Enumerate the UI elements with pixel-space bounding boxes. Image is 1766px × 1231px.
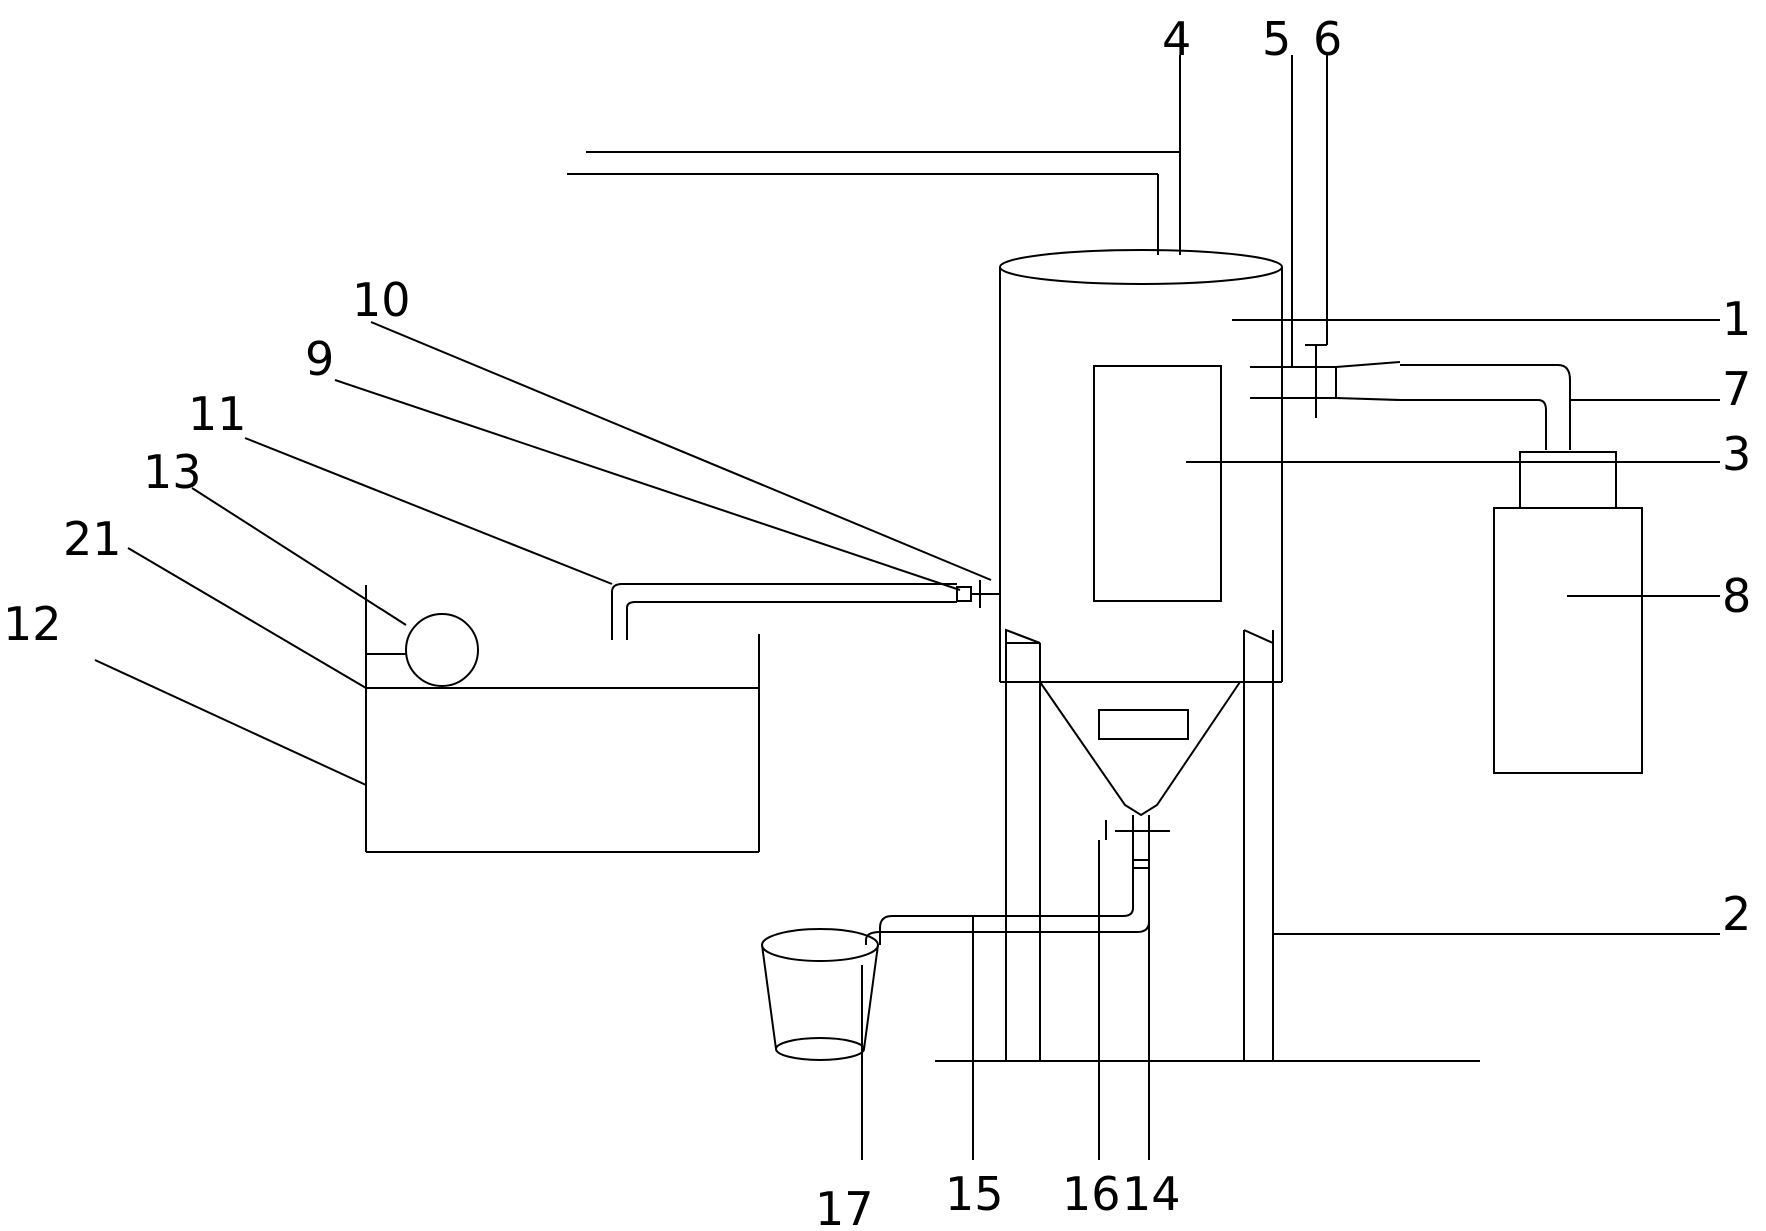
nozzle-feed-pipe — [611, 580, 1000, 640]
label-6: 6 — [1313, 12, 1342, 66]
collector-tank — [1493, 451, 1643, 774]
pump — [366, 613, 479, 687]
label-21: 21 — [63, 512, 122, 566]
label-3: 3 — [1722, 427, 1751, 481]
label-12: 12 — [3, 597, 62, 651]
label-15: 15 — [945, 1167, 1004, 1221]
support-legs — [1005, 628, 1274, 1061]
label-2: 2 — [1722, 887, 1751, 941]
label-14: 14 — [1122, 1167, 1181, 1221]
top-feed-pipe — [567, 151, 1180, 255]
main-vessel — [999, 249, 1283, 817]
label-4: 4 — [1162, 12, 1191, 66]
label-17: 17 — [815, 1182, 874, 1231]
discharge-pipe — [865, 815, 1170, 945]
inner-panel — [1093, 365, 1222, 602]
label-7: 7 — [1722, 362, 1751, 416]
label-13: 13 — [143, 445, 202, 499]
label-1: 1 — [1722, 292, 1751, 346]
label-11: 11 — [188, 387, 247, 441]
label-10: 10 — [352, 273, 411, 327]
collection-bucket — [761, 928, 879, 1061]
label-5: 5 — [1262, 12, 1291, 66]
label-9: 9 — [305, 332, 334, 386]
side-outlet-pipe — [1250, 344, 1571, 450]
label-8: 8 — [1722, 569, 1751, 623]
supply-tank — [365, 585, 760, 853]
label-16: 16 — [1062, 1167, 1121, 1221]
leader-lines — [94, 55, 1720, 1160]
